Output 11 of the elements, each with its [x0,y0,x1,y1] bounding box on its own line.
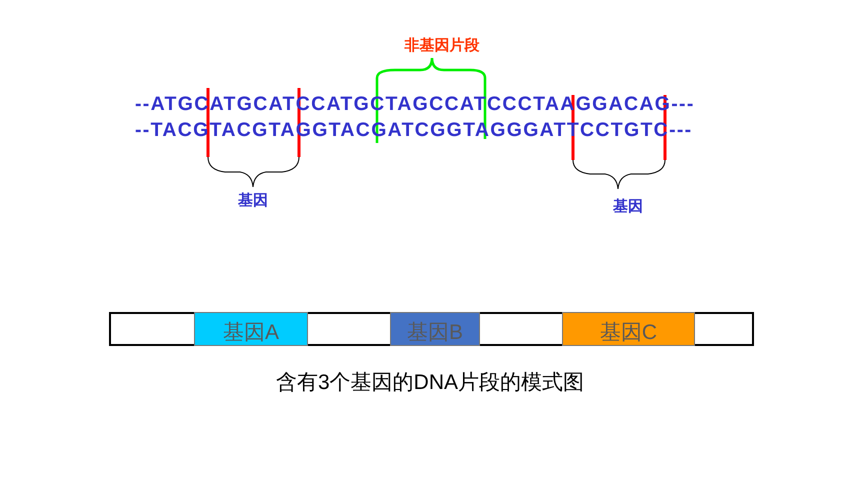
gene-segment [194,312,308,346]
gene-segment [390,312,480,346]
brace-label: 非基因片段 [404,38,480,53]
gene-label: 基因B [406,322,463,345]
brace-label: 基因 [613,199,643,214]
gene-segment [562,312,695,346]
gene-label: 基因C [600,322,658,345]
caption: 含有3个基因的DNA片段的模式图 [276,372,584,393]
brace-label: 基因 [238,193,268,208]
gene-label: 基因A [222,322,279,345]
dna-bar [109,312,754,346]
